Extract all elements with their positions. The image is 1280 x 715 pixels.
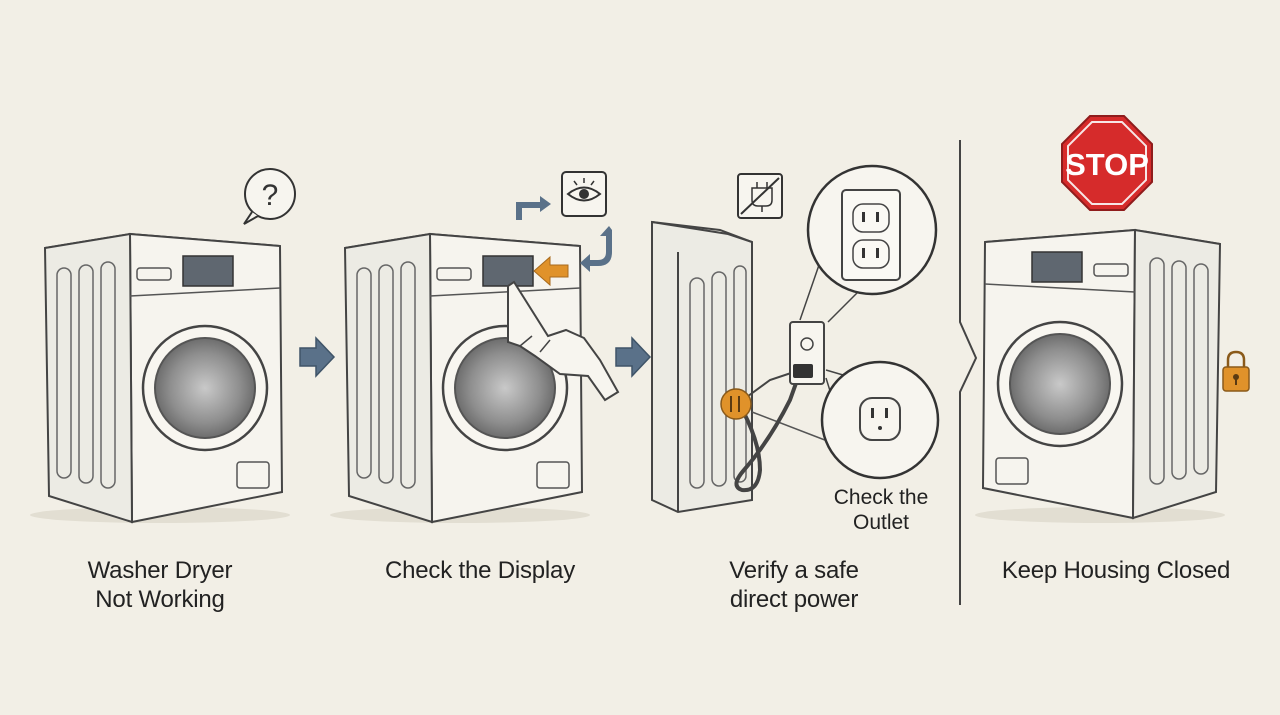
svg-text:?: ? bbox=[262, 179, 279, 212]
washer-side-view bbox=[651, 220, 831, 514]
caption-line: Washer Dryer bbox=[87, 557, 233, 584]
magnified-outlet-top bbox=[806, 164, 938, 296]
caption-line: Keep Housing Closed bbox=[1001, 557, 1231, 584]
arrow-curve-icon bbox=[580, 226, 612, 272]
outlet-note-line: Outlet bbox=[852, 511, 910, 534]
no-plug-icon bbox=[737, 173, 783, 219]
eye-icon bbox=[561, 171, 607, 217]
caption-line: Check the Display bbox=[384, 557, 576, 584]
section-divider bbox=[959, 140, 978, 605]
washer-check-display bbox=[330, 232, 590, 524]
display-pointer-arrow bbox=[533, 255, 569, 287]
orange-plug-marker bbox=[720, 388, 752, 420]
lock-icon bbox=[1222, 350, 1250, 392]
caption-washer-not-working: Washer Dryer Not Working bbox=[60, 556, 260, 614]
caption-verify-power: Verify a safe direct power bbox=[688, 556, 900, 614]
stop-sign-icon bbox=[1061, 115, 1153, 211]
arrow-to-eye-icon bbox=[516, 196, 551, 220]
wall-outlet bbox=[789, 321, 825, 385]
outlet-note-line: Check the bbox=[833, 486, 929, 509]
magnified-outlet-bottom bbox=[820, 360, 940, 480]
caption-line: Not Working bbox=[95, 586, 225, 613]
arrow-right-icon bbox=[615, 336, 652, 378]
arrow-right-icon bbox=[299, 336, 336, 378]
washer-housing-closed bbox=[975, 228, 1225, 523]
washer-not-working bbox=[30, 232, 290, 524]
question-icon: ? bbox=[243, 168, 296, 225]
hand-pointing bbox=[507, 280, 620, 402]
caption-line: direct power bbox=[729, 586, 859, 613]
caption-keep-housing-closed: Keep Housing Closed bbox=[985, 556, 1247, 585]
outlet-note: Check the Outlet bbox=[818, 485, 944, 535]
caption-check-display: Check the Display bbox=[360, 556, 600, 585]
caption-line: Verify a safe bbox=[729, 557, 859, 584]
